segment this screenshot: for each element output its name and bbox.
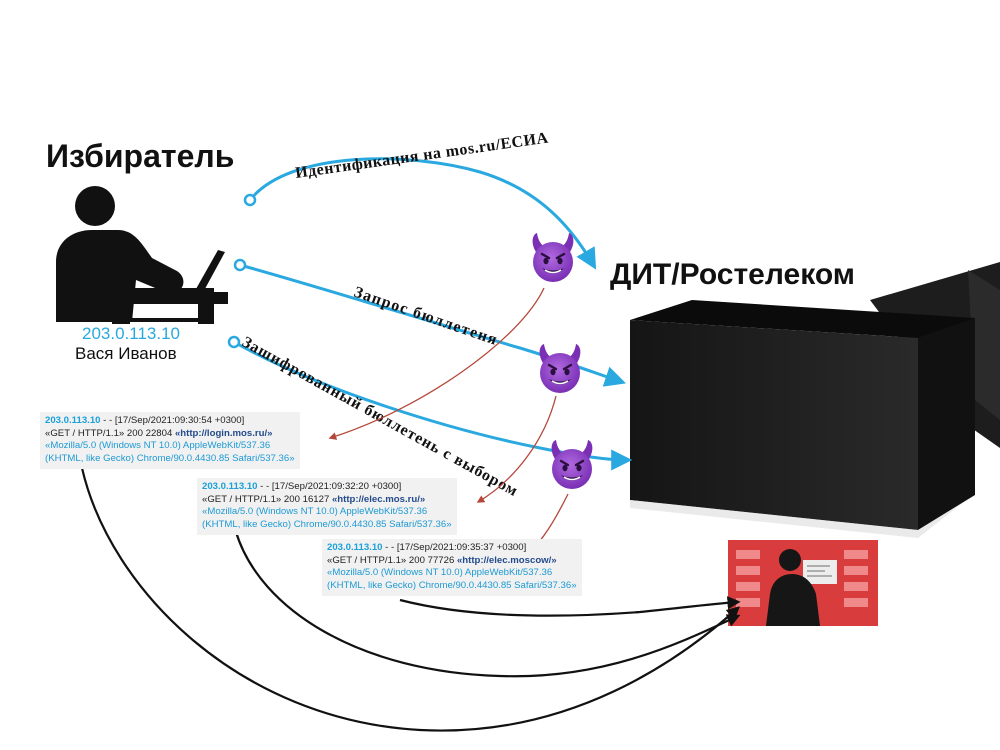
leak-line-2 [476,395,557,503]
flow-start-dot-3 [227,335,241,349]
flow-line-encrypted-ballot [233,340,633,471]
log-ip: 203.0.113.10 [45,415,101,426]
leak-line-1 [328,287,545,440]
log-timestamp: - - [17/Sep/2021:09:35:37 +0300] [382,542,527,553]
log-request: «GET / HTTP/1.1» 200 22804 [45,427,175,439]
voter-name: Вася Иванов [75,344,177,363]
voter-title: Избиратель [46,138,234,174]
flow-label-ballot-request: Запрос бюллетеня [352,284,500,349]
access-log-entry-3: 203.0.113.10 - - [17/Sep/2021:09:35:37 +… [322,539,582,596]
devil-emoji-icon-3 [550,438,594,491]
log-timestamp: - - [17/Sep/2021:09:32:20 +0300] [257,481,402,492]
log-to-datacenter-lines [80,467,741,732]
flow-line-ballot-request [239,263,626,387]
log-line-1 [80,467,740,732]
devil-emoji-icon-1 [531,231,575,284]
operator-title: ДИТ/Ростелеком [610,258,855,291]
server-room-operator-icon [728,540,878,626]
log-user-agent-line-2: (KHTML, like Gecko) Chrome/90.0.4430.85 … [45,452,295,464]
access-log-entry-1: 203.0.113.10 - - [17/Sep/2021:09:30:54 +… [40,412,300,469]
access-log-entry-2: 203.0.113.10 - - [17/Sep/2021:09:32:20 +… [197,478,457,535]
open-black-box-icon [630,262,1000,538]
flow-lines [233,157,633,471]
flow-label-identification: Идентификация на mos.ru/ЕСИА [294,130,549,182]
log-timestamp: - - [17/Sep/2021:09:30:54 +0300] [100,415,245,426]
person-at-laptop-icon [56,186,228,324]
log-user-agent-line-1: «Mozilla/5.0 (Windows NT 10.0) AppleWebK… [45,440,271,451]
log-url: «http://elec.moscow/» [456,554,557,566]
log-ip: 203.0.113.10 [202,481,258,492]
log-line-3 [399,596,741,617]
voter-ip: 203.0.113.10 [82,324,180,343]
flow-line-identification [248,157,597,270]
log-ip: 203.0.113.10 [327,542,383,553]
log-request: «GET / HTTP/1.1» 200 77726 [327,554,457,566]
log-line-2 [234,531,741,678]
log-url: «http://elec.mos.ru/» [331,493,426,505]
devil-emoji-icon-2 [538,342,582,395]
flow-start-dot-1 [243,193,257,207]
log-user-agent-line-2: (KHTML, like Gecko) Chrome/90.0.4430.85 … [327,579,577,591]
log-user-agent-line-1: «Mozilla/5.0 (Windows NT 10.0) AppleWebK… [327,567,553,578]
log-url: «http://login.mos.ru/» [174,427,273,439]
log-request: «GET / HTTP/1.1» 200 16127 [202,493,332,505]
log-user-agent-line-1: «Mozilla/5.0 (Windows NT 10.0) AppleWebK… [202,506,428,517]
log-user-agent-line-2: (KHTML, like Gecko) Chrome/90.0.4430.85 … [202,518,452,530]
flow-start-dot-2 [233,258,247,272]
